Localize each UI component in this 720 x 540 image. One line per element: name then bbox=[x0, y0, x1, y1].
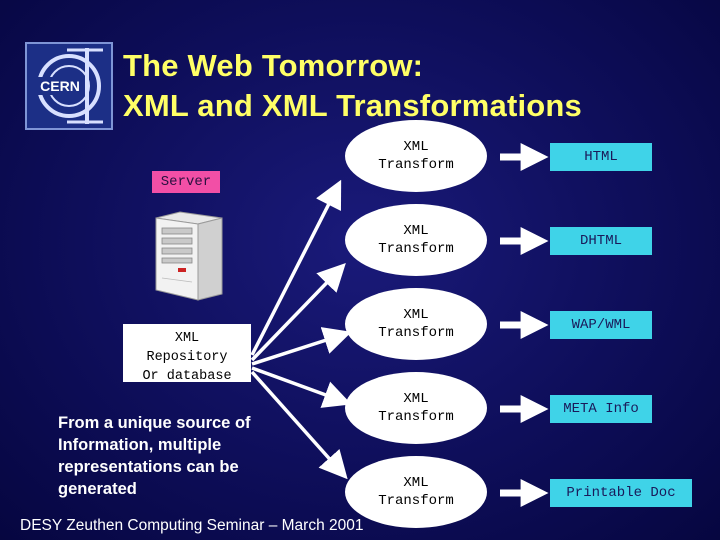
transform-label-line-1: XML bbox=[403, 139, 429, 155]
repository-line-1: XML bbox=[174, 331, 200, 346]
fan-arrow-1 bbox=[250, 179, 342, 356]
output-box-wap-wml: WAP/WML bbox=[550, 311, 652, 339]
transform-node-3: XML Transform bbox=[345, 288, 487, 360]
output-box-printable-doc: Printable Doc bbox=[550, 479, 692, 507]
transform-label-line-2: Transform bbox=[378, 409, 454, 425]
transform-label-line-1: XML bbox=[403, 391, 429, 407]
page-title-line-1: The Web Tomorrow: bbox=[123, 48, 424, 83]
fan-arrow-5 bbox=[250, 370, 348, 480]
server-label: Server bbox=[152, 171, 220, 193]
transform-label-line-2: Transform bbox=[378, 325, 454, 341]
transform-label-line-1: XML bbox=[403, 223, 429, 239]
transform-label-line-2: Transform bbox=[378, 493, 454, 509]
transform-node-4: XML Transform bbox=[345, 372, 487, 444]
output-box-dhtml: DHTML bbox=[550, 227, 652, 255]
caption-text: From a unique source of Information, mul… bbox=[58, 414, 251, 498]
page-title-line-2: XML and XML Transformations bbox=[123, 88, 582, 123]
footer-text: DESY Zeuthen Computing Seminar – March 2… bbox=[20, 517, 364, 534]
output-box-html: HTML bbox=[550, 143, 652, 171]
transform-label-line-1: XML bbox=[403, 307, 429, 323]
transform-label-line-2: Transform bbox=[378, 157, 454, 173]
transform-label-line-2: Transform bbox=[378, 241, 454, 257]
logo-text: CERN bbox=[40, 78, 80, 94]
transform-node-2: XML Transform bbox=[345, 204, 487, 276]
cern-logo: CERN bbox=[25, 42, 113, 130]
output-box-meta-info: META Info bbox=[550, 395, 652, 423]
repository-line-2: Repository bbox=[146, 350, 228, 365]
fan-arrow-3 bbox=[251, 327, 352, 366]
repository-label: XML Repository Or database bbox=[123, 324, 251, 384]
transform-label-line-1: XML bbox=[403, 475, 429, 491]
fan-arrow-4 bbox=[251, 366, 352, 408]
server-tower-icon bbox=[150, 210, 230, 307]
repository-line-3: Or database bbox=[142, 369, 232, 384]
fan-arrow-2 bbox=[250, 262, 346, 362]
cern-logo-icon: CERN bbox=[36, 48, 103, 124]
transform-node-5: XML Transform bbox=[345, 456, 487, 528]
transform-node-1: XML Transform bbox=[345, 120, 487, 192]
